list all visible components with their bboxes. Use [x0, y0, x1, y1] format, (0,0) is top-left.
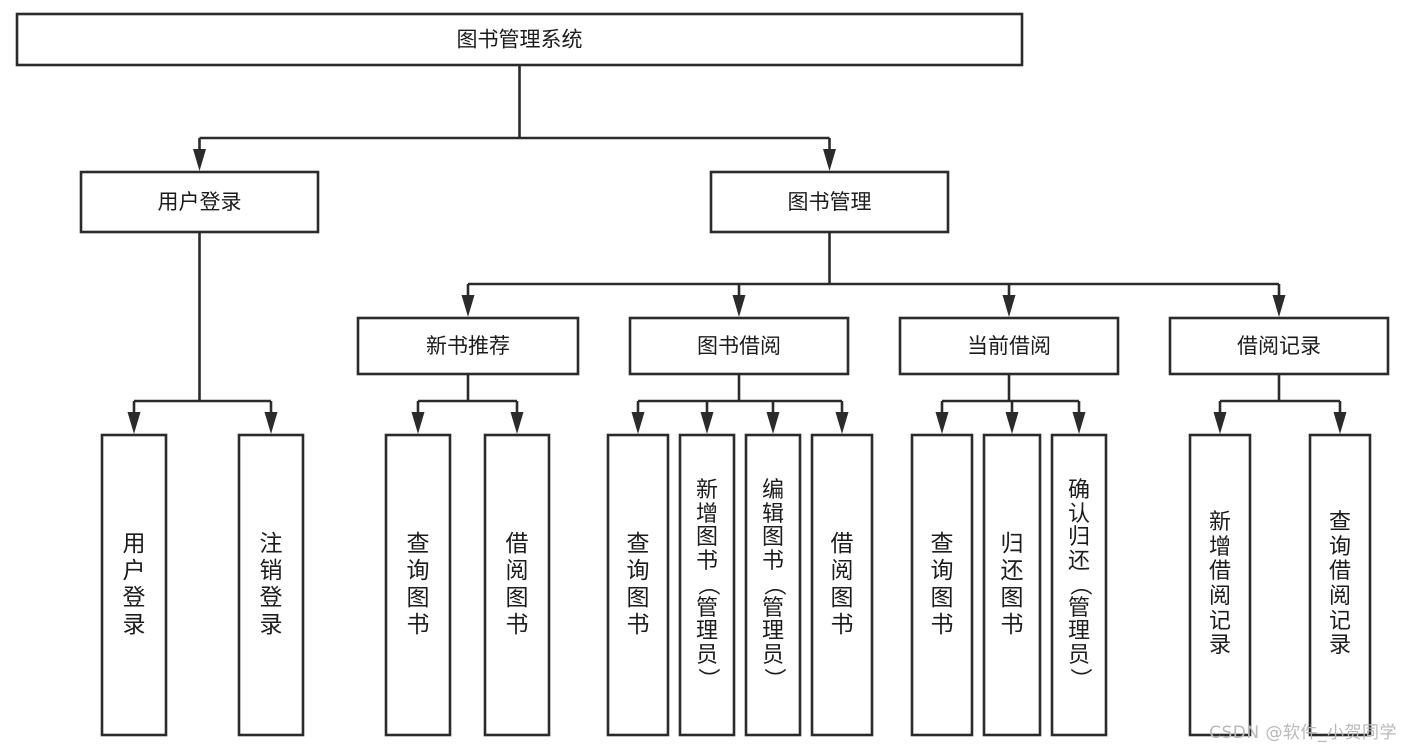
node-leaf-borrow-book-2[interactable]	[810, 433, 874, 737]
node-box[interactable]	[982, 433, 1042, 737]
node-leaf-add-record[interactable]	[1188, 433, 1252, 737]
node-leaf-query-book-2[interactable]	[606, 433, 670, 737]
arrow-head-icon	[700, 412, 714, 434]
connector-group-user-login	[127, 232, 278, 434]
connector-group-borrow-record	[1213, 374, 1347, 434]
arrow-head-icon	[935, 412, 949, 434]
node-box[interactable]	[744, 433, 802, 737]
connector-group-book-manage	[461, 232, 1286, 317]
node-box[interactable]	[79, 170, 320, 234]
node-book-borrow[interactable]: 图书借阅	[628, 316, 850, 376]
node-leaf-query-book-3[interactable]	[910, 433, 974, 737]
node-book-manage[interactable]: 图书管理	[709, 170, 950, 234]
node-leaf-return-book[interactable]	[982, 433, 1042, 737]
arrow-head-icon	[127, 412, 141, 434]
node-user-login[interactable]: 用户登录	[79, 170, 320, 234]
node-box[interactable]	[606, 433, 670, 737]
node-box[interactable]	[1188, 433, 1252, 737]
node-label: 图书借阅	[697, 334, 781, 358]
arrow-head-icon	[461, 295, 475, 317]
node-box[interactable]	[678, 433, 736, 737]
arrow-head-icon	[766, 412, 780, 434]
node-label: 当前借阅	[967, 334, 1051, 358]
node-label: 图书管理系统	[457, 28, 583, 52]
arrow-head-icon	[631, 412, 645, 434]
arrow-head-icon	[264, 412, 278, 434]
arrow-head-icon	[193, 149, 206, 171]
arrow-head-icon	[1333, 412, 1347, 434]
node-leaf-add-book[interactable]	[678, 433, 736, 737]
node-root[interactable]: 图书管理系统	[15, 12, 1024, 67]
node-leaf-user-login[interactable]	[100, 433, 168, 737]
node-box[interactable]	[810, 433, 874, 737]
watermark-text: CSDN @软件_小贺同学	[1209, 723, 1397, 743]
node-box[interactable]	[100, 433, 168, 737]
node-box[interactable]	[356, 316, 580, 376]
arrow-head-icon	[1005, 412, 1019, 434]
node-label: 借阅记录	[1237, 334, 1321, 358]
arrow-head-icon	[732, 295, 746, 317]
node-leaf-logout[interactable]	[237, 433, 305, 737]
arrow-head-icon	[510, 412, 524, 434]
arrow-head-icon	[1002, 295, 1016, 317]
node-current-borrow[interactable]: 当前借阅	[898, 316, 1120, 376]
connector-group-book-borrow	[631, 374, 849, 434]
node-label: 用户登录	[158, 190, 242, 214]
node-box[interactable]	[898, 316, 1120, 376]
node-box[interactable]	[709, 170, 950, 234]
node-box[interactable]	[384, 433, 452, 737]
connector-group-root	[193, 65, 836, 171]
node-borrow-record[interactable]: 借阅记录	[1168, 316, 1390, 376]
node-box[interactable]	[483, 433, 551, 737]
node-box[interactable]	[1308, 433, 1372, 737]
node-leaf-confirm-return[interactable]	[1050, 433, 1108, 737]
node-box[interactable]	[628, 316, 850, 376]
node-label: 图书管理	[788, 190, 872, 214]
node-leaf-query-record[interactable]	[1308, 433, 1372, 737]
node-leaf-query-book-1[interactable]	[384, 433, 452, 737]
node-leaf-borrow-book-1[interactable]	[483, 433, 551, 737]
node-leaf-edit-book[interactable]	[744, 433, 802, 737]
node-box[interactable]	[1050, 433, 1108, 737]
connector-group-new-book-rec	[411, 374, 524, 434]
node-new-book-rec[interactable]: 新书推荐	[356, 316, 580, 376]
node-box[interactable]	[910, 433, 974, 737]
arrow-head-icon	[823, 149, 836, 171]
node-box[interactable]	[237, 433, 305, 737]
node-label: 新书推荐	[426, 334, 510, 358]
arrow-head-icon	[411, 412, 425, 434]
arrow-head-icon	[1072, 412, 1086, 434]
arrow-head-icon	[1213, 412, 1227, 434]
connector-group-current-borrow	[935, 374, 1086, 434]
arrow-head-icon	[1272, 295, 1286, 317]
arrow-head-icon	[835, 412, 849, 434]
node-box[interactable]	[1168, 316, 1390, 376]
node-box[interactable]	[15, 12, 1024, 67]
